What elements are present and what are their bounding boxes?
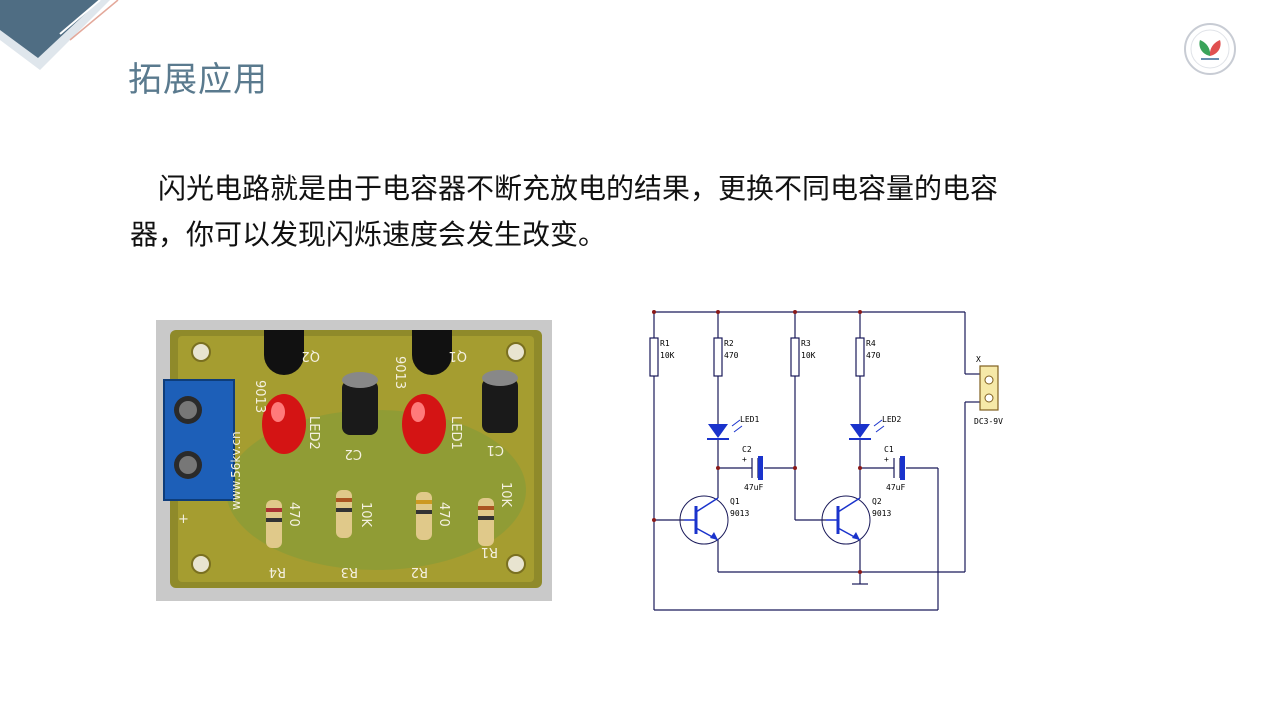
label-x: X	[976, 355, 981, 364]
pcb-label-q2: Q2	[301, 348, 320, 363]
pcb-label-9013-a: 9013	[252, 380, 267, 413]
label-r1-value: 10K	[660, 351, 675, 360]
label-r2: R2	[724, 339, 734, 348]
pcb-label-r3: R3	[341, 564, 358, 579]
pcb-label-r1: R1	[481, 544, 498, 559]
label-r4-value: 470	[866, 351, 881, 360]
body-paragraph: 闪光电路就是由于电容器不断充放电的结果，更换不同电容量的电容器，你可以发现闪烁速…	[130, 166, 1010, 258]
label-c2: C2	[742, 445, 752, 454]
label-r4: R4	[866, 339, 876, 348]
label-led1: LED1	[740, 415, 759, 424]
pcb-label-10k-b: 10K	[498, 482, 513, 508]
label-r3-value: 10K	[801, 351, 816, 360]
pcb-label-470-b: 470	[436, 502, 451, 527]
pcb-label-r4: R4	[269, 564, 286, 579]
pcb-label-led2: LED2	[306, 416, 321, 450]
pcb-label-c2: C2	[345, 446, 362, 461]
label-plus-c2: +	[742, 455, 747, 464]
school-logo	[1184, 23, 1236, 75]
pcb-label-plus: +	[178, 512, 189, 527]
paragraph-text: 闪光电路就是由于电容器不断充放电的结果，更换不同电容量的电容器，你可以发现闪烁速…	[130, 172, 999, 251]
label-c1: C1	[884, 445, 894, 454]
circuit-schematic: R1 10K R2 470 R3 10K R4 470 LED1 LED2 C2…	[649, 310, 1003, 611]
pcb-label-r2: R2	[411, 564, 428, 579]
corner-decoration	[0, 0, 119, 70]
label-r3: R3	[801, 339, 811, 348]
label-c1-value: 47uF	[886, 483, 905, 492]
pcb-label-9013-b: 9013	[392, 356, 407, 389]
label-q2-value: 9013	[872, 509, 891, 518]
label-r1: R1	[660, 339, 670, 348]
label-dc: DC3-9V	[974, 417, 1003, 426]
pcb-label-c1: C1	[487, 442, 504, 457]
page-title: 拓展应用	[128, 60, 268, 100]
pcb-label-10k-a: 10K	[358, 502, 373, 528]
pcb-label-470-a: 470	[286, 502, 301, 527]
label-plus-c1: +	[884, 455, 889, 464]
label-q1-value: 9013	[730, 509, 749, 518]
label-q1: Q1	[730, 497, 740, 506]
pcb-label-led1: LED1	[448, 416, 463, 450]
pcb-label-q1: Q1	[448, 348, 467, 363]
pcb-photo: Q2 Q1 9013 9013 LED2 LED1 C2 C1 470 10K …	[156, 320, 552, 601]
label-led2: LED2	[882, 415, 901, 424]
pcb-label-url: www.56kv.cn	[229, 431, 243, 510]
label-c2-value: 47uF	[744, 483, 763, 492]
label-q2: Q2	[872, 497, 882, 506]
label-r2-value: 470	[724, 351, 739, 360]
